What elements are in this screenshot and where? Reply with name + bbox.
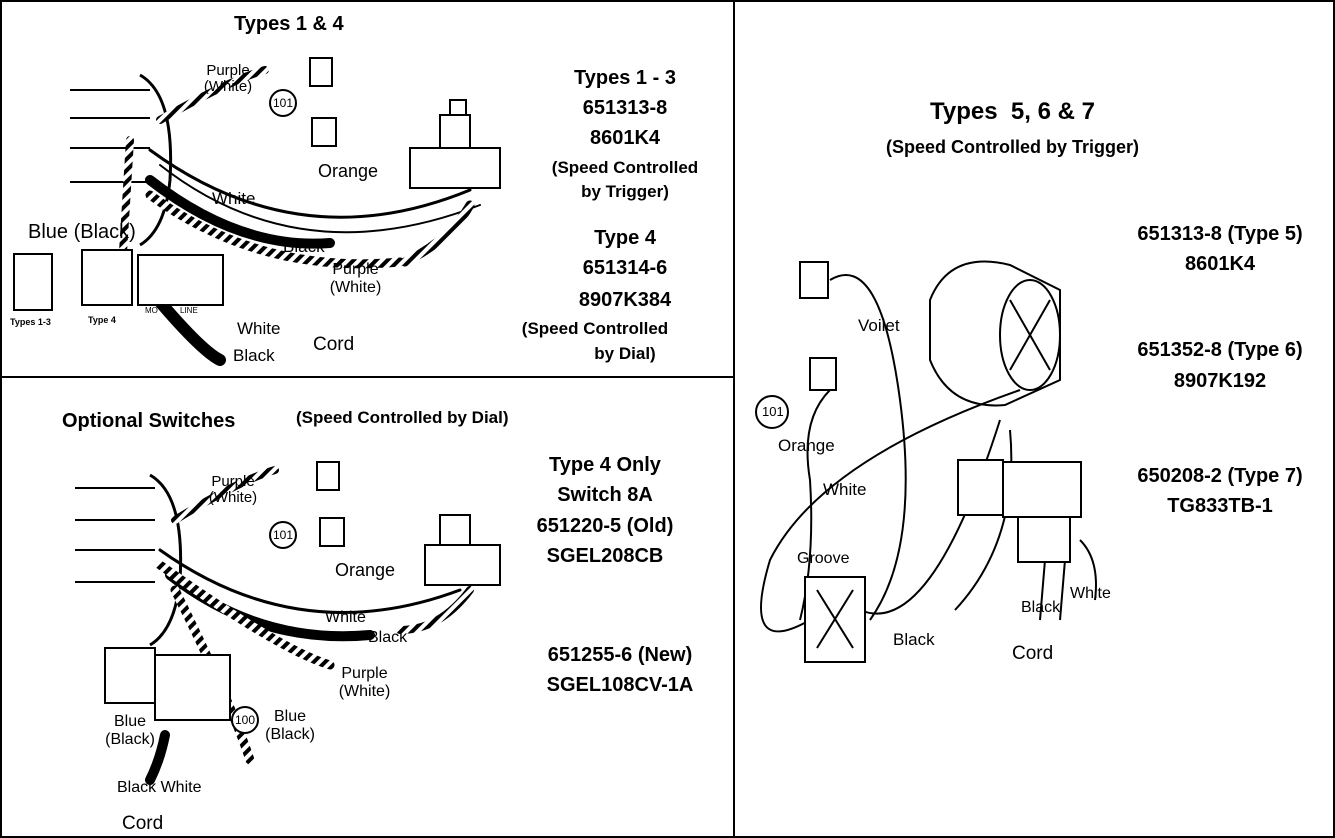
panel-b-part-line: SGEL108CV-1A <box>546 674 694 696</box>
panel-a-switch <box>13 57 501 311</box>
terminal-101-b <box>269 521 297 549</box>
panel-b-label-blue-black-right: Blue (Black) <box>265 708 315 743</box>
panel-a-label-orange: Orange <box>318 161 379 181</box>
panel-c-part-line: 651313-8 (Type 5) <box>1137 223 1303 245</box>
panel-c-label-cord: Cord <box>1012 643 1054 664</box>
panel-c-label-black: Black <box>893 630 935 649</box>
panel-a-part-line: 8601K4 <box>589 127 661 149</box>
panel-b-label-white: White <box>325 609 366 626</box>
panel-b-label-cord: Cord <box>122 813 164 834</box>
panel-a-label-white-2: White <box>237 319 281 338</box>
terminal-101-c <box>755 395 789 429</box>
panel-c-label-groove: Groove <box>797 550 850 567</box>
panel-b-motor-housing <box>75 473 183 647</box>
panel-c-label-white: White <box>823 480 867 499</box>
panel-a-label-line: LINE <box>180 306 198 315</box>
panel-c-label-101: 101 <box>762 404 784 419</box>
panel-a-motor-housing <box>70 73 173 247</box>
panel-a-label-types-1-3: Types 1-3 <box>10 317 51 327</box>
panel-b-label-purple-2: Purple (White) <box>338 665 391 700</box>
terminal-100 <box>231 706 259 734</box>
panel-a-label-purple-2: Purple (White) <box>329 261 382 296</box>
panel-b-label-black-white: Black White <box>117 779 202 796</box>
panel-a-label-blue-black: Blue (Black) <box>28 221 136 243</box>
panel-b-label-orange: Orange <box>335 560 396 580</box>
types-1-3-switch <box>13 253 53 311</box>
panel-b-part-line: 651220-5 (Old) <box>536 515 674 537</box>
panel-c-part-line: TG833TB-1 <box>1167 495 1273 517</box>
terminal-101-a <box>269 89 297 117</box>
panel-c-label-orange: Orange <box>778 436 835 455</box>
panel-types-5-6-7 <box>733 0 1335 838</box>
panel-c-part-line: 8907K192 <box>1173 370 1267 392</box>
panel-b-title: Optional Switches <box>62 410 236 432</box>
panel-c-switches <box>755 261 1082 663</box>
panel-c-label-voilet: Voilet <box>858 316 900 335</box>
panel-b-part-line: Switch 8A <box>557 484 653 506</box>
panel-b-title-note: (Speed Controlled by Dial) <box>296 408 509 427</box>
panel-b-label-black: Black <box>368 629 408 646</box>
panel-a-part-line: 651313-8 <box>582 97 668 119</box>
panel-c-part-line: 650208-2 (Type 7) <box>1137 465 1303 487</box>
panel-a-part-line: 8907K384 <box>578 289 672 311</box>
panel-b-switch <box>104 461 501 734</box>
panel-a-part-line: Types 1 - 3 <box>574 67 676 89</box>
panel-b-part-line: Type 4 Only <box>549 454 661 476</box>
type7-switch <box>1002 461 1082 518</box>
panel-c-label-white-2: White <box>1070 585 1111 602</box>
panel-a-label-black-2: Black <box>233 346 275 365</box>
panel-c-label-black-2: Black <box>1021 599 1061 616</box>
panel-a-label-mo: MO <box>145 306 158 315</box>
panel-a-part-line: by Dial) <box>594 344 656 363</box>
panel-b-label-blue-black-left: Blue (Black) <box>105 713 155 748</box>
panel-b-label-purple: Purple (White) <box>208 473 258 506</box>
panel-b-part-line: SGEL208CB <box>546 545 664 567</box>
panel-a-part-line: (Speed Controlled <box>521 319 669 338</box>
panel-a-label-black: Black <box>283 237 325 256</box>
panel-b-wires <box>145 466 474 785</box>
panel-b-part-line: 651255-6 (New) <box>547 644 693 666</box>
panel-c-title: Types 5, 6 & 7 <box>930 98 1095 125</box>
panel-a-label-101: 101 <box>273 96 294 110</box>
panel-b-label-101: 101 <box>273 528 294 542</box>
panel-a-label-cord: Cord <box>313 334 355 355</box>
panel-c-part-line: 8601K4 <box>1184 253 1256 275</box>
panel-c-subtitle: (Speed Controlled by Trigger) <box>886 137 1140 157</box>
panel-c-field-coil <box>929 260 1061 407</box>
panel-a-label-type-4: Type 4 <box>88 315 116 325</box>
panel-a-label-purple: Purple (White) <box>203 62 253 95</box>
panel-a-part-line: (Speed Controlled <box>551 158 699 177</box>
panel-a-part-line: by Trigger) <box>581 182 669 201</box>
panel-a-title: Types 1 & 4 <box>234 13 344 35</box>
panel-a-part-line: Type 4 <box>594 227 656 249</box>
panel-c-part-line: 651352-8 (Type 6) <box>1137 339 1303 361</box>
panel-a-label-white: White <box>212 189 256 208</box>
panel-a-part-line: 651314-6 <box>582 257 668 279</box>
panel-a-wires <box>116 66 481 366</box>
panel-b-label-100: 100 <box>235 713 256 727</box>
